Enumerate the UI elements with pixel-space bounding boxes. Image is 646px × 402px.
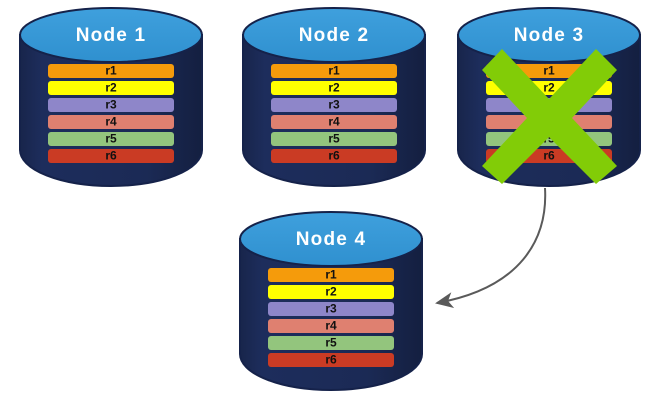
node-3-row-r2-label: r2: [543, 81, 555, 95]
node-2-row-r2-label: r2: [328, 81, 340, 95]
failover-arrow-line: [435, 187, 547, 309]
node-3[interactable]: Node 3 r1 r2 r3 r4 r5 r6: [457, 7, 641, 187]
node-2-rows: r1 r2 r3 r4 r5 r6: [271, 64, 397, 163]
node-4-row-r2: [268, 285, 394, 299]
node-2[interactable]: Node 2 r1 r2 r3 r4 r5 r6: [242, 7, 426, 187]
node-4-row-r1: [268, 268, 394, 282]
node-1-row-r5-label: r5: [105, 132, 117, 146]
node-3-row-r1-label: r1: [543, 64, 555, 78]
node-2-row-r1: [271, 64, 397, 78]
node-4-row-r3: [268, 302, 394, 316]
node-1-row-r3-label: r3: [105, 98, 117, 112]
node-2-row-r3: [271, 98, 397, 112]
node-4[interactable]: Node 4 r1 r2 r3 r4 r5 r6: [239, 211, 423, 391]
node-4-row-r4: [268, 319, 394, 333]
node-3-row-r6-label: r6: [543, 149, 555, 163]
node-2-row-r6: [271, 149, 397, 163]
node-1-row-r4-label: r4: [105, 115, 117, 129]
node-1-row-r1: [48, 64, 174, 78]
node-1-row-r6: [48, 149, 174, 163]
node-1-row-r6-label: r6: [105, 149, 117, 163]
node-2-row-r2: [271, 81, 397, 95]
node-4-title: Node 4: [296, 229, 367, 250]
node-failure-x-icon: [482, 49, 617, 184]
node-3-title: Node 3: [514, 25, 585, 46]
node-1-row-r2: [48, 81, 174, 95]
node-4-row-r5: [268, 336, 394, 350]
node-2-row-r4: [271, 115, 397, 129]
node-4-cylinder-top: [239, 211, 423, 267]
node-3-cylinder-top: [457, 7, 641, 63]
node-4-row-r6: [268, 353, 394, 367]
node-4-row-r1-label: r1: [325, 268, 337, 282]
node-2-row-r5: [271, 132, 397, 146]
node-1-cylinder-top: [19, 7, 203, 63]
node-2-row-r5-label: r5: [328, 132, 340, 146]
node-2-row-r4-label: r4: [328, 115, 340, 129]
node-4-row-r6-label: r6: [325, 353, 337, 367]
node-1-row-r2-label: r2: [105, 81, 117, 95]
node-2-cylinder-top: [242, 7, 426, 63]
node-4-row-r4-label: r4: [325, 319, 337, 333]
node-1[interactable]: Node 1 r1 r2 r3 r4 r5 r6: [19, 7, 203, 187]
node-4-rows: r1 r2 r3 r4 r5 r6: [268, 268, 394, 367]
node-1-row-r3: [48, 98, 174, 112]
node-4-row-r2-label: r2: [325, 285, 337, 299]
node-2-title: Node 2: [299, 25, 370, 46]
node-2-row-r6-label: r6: [328, 149, 340, 163]
node-2-row-r3-label: r3: [328, 98, 340, 112]
node-1-rows: r1 r2 r3 r4 r5 r6: [48, 64, 174, 163]
node-1-title: Node 1: [76, 25, 147, 46]
node-2-row-r1-label: r1: [328, 64, 340, 78]
node-1-row-r4: [48, 115, 174, 129]
failover-arrow: [435, 187, 547, 309]
node-4-row-r3-label: r3: [325, 302, 337, 316]
node-4-row-r5-label: r5: [325, 336, 337, 350]
node-1-row-r5: [48, 132, 174, 146]
node-1-row-r1-label: r1: [105, 64, 117, 78]
node-3-row-r5-label: r5: [543, 132, 555, 146]
